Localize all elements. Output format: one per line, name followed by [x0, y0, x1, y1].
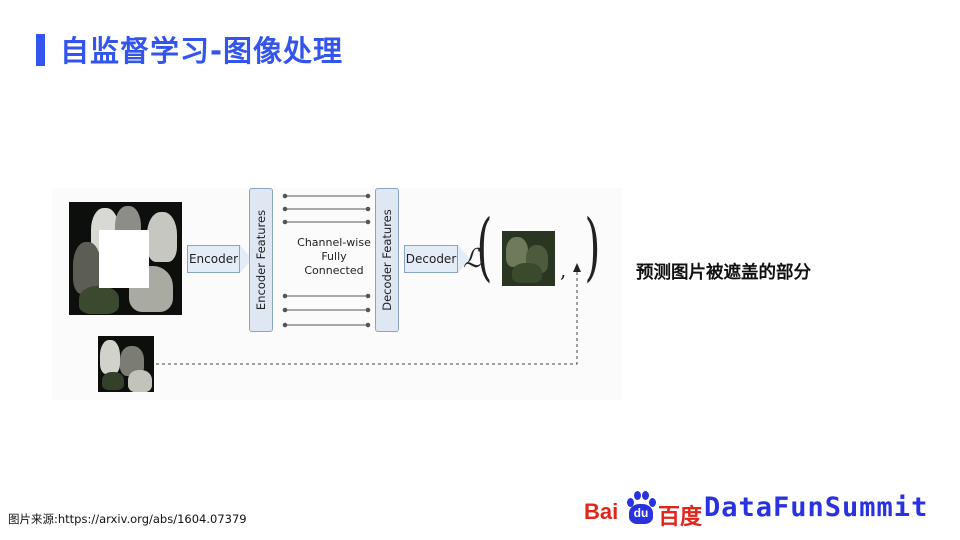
paw-text: du — [633, 506, 649, 520]
baidu-paw-icon: du — [624, 490, 658, 528]
open-paren: ( — [476, 204, 493, 290]
masked-region — [99, 230, 149, 288]
decoder-arrow: Decoder — [404, 245, 458, 273]
page-title: 自监督学习-图像处理 — [60, 34, 344, 68]
baidu-chinese: 百度 — [658, 504, 703, 529]
comma: , — [560, 258, 567, 282]
baidu-text: Bai — [584, 499, 619, 524]
decoder-arrow-tip — [458, 245, 470, 273]
fc-label: Channel-wise Fully Connected — [282, 236, 386, 278]
fc-line-2: Fully — [321, 250, 347, 263]
baidu-datafun-logo: Bai du 百度 DataFunSummit — [584, 488, 954, 530]
title-accent-bar — [36, 34, 45, 66]
decoder-features-box: Decoder Features — [375, 188, 399, 332]
ground-truth-patch — [98, 336, 154, 392]
decoder-label: Decoder — [405, 252, 457, 266]
ground-truth-dashed-arrow — [156, 263, 581, 365]
input-image — [69, 202, 182, 315]
encoder-features-box: Encoder Features — [249, 188, 273, 332]
close-paren: ) — [584, 204, 601, 290]
fc-line-3: Connected — [304, 264, 364, 277]
datafunsummit-brand: DataFunSummit — [704, 492, 929, 523]
side-annotation: 预测图片被遮盖的部分 — [636, 263, 811, 283]
fc-line-1: Channel-wise — [297, 236, 371, 249]
encoder-arrow: Encoder — [187, 245, 240, 273]
encoder-label: Encoder — [188, 252, 239, 266]
context-encoder-diagram: Encoder Encoder Features Channel-wise Fu… — [52, 188, 622, 400]
loss-symbol: ℒ — [463, 244, 482, 274]
fc-connection-lines — [282, 193, 371, 328]
reconstructed-patch — [502, 231, 555, 286]
image-source: 图片来源:https://arxiv.org/abs/1604.07379 — [8, 512, 247, 526]
